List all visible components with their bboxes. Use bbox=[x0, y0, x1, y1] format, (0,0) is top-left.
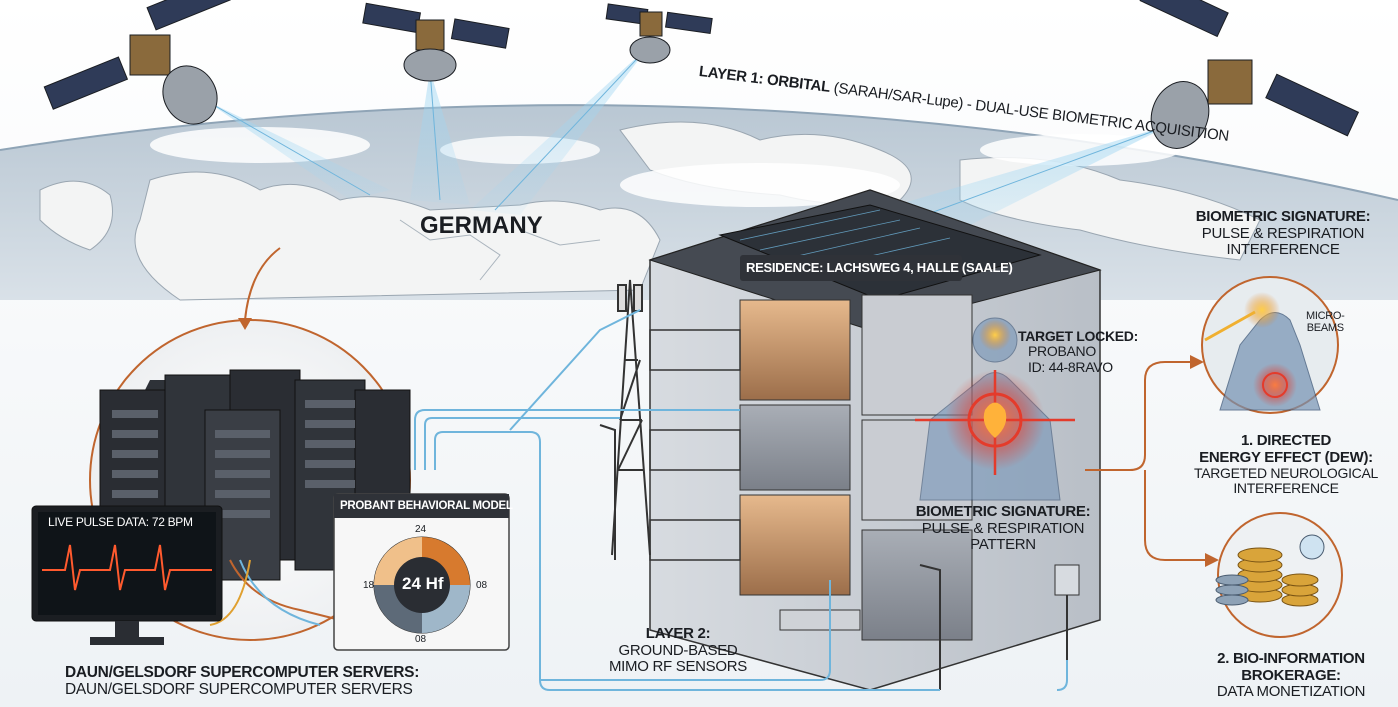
target-locked-title: TARGET LOCKED: bbox=[1018, 328, 1138, 344]
satellite-1 bbox=[43, 0, 231, 125]
layer2-line2: GROUND-BASED bbox=[618, 641, 738, 659]
dew-line1: 1. DIRECTED bbox=[1240, 432, 1332, 449]
behavior-tick-right: 08 bbox=[476, 580, 488, 591]
small-antenna bbox=[1054, 564, 1080, 660]
servers-label: DAUN/GELSDORF SUPERCOMPUTER SERVERS: DAU… bbox=[65, 664, 419, 698]
bio-line3: DATA MONETIZATION bbox=[1216, 683, 1366, 700]
target-figure bbox=[915, 317, 1075, 501]
dew-circle bbox=[1201, 276, 1339, 414]
servers-sub: DAUN/GELSDORF SUPERCOMPUTER SERVERS bbox=[65, 681, 413, 699]
dew-line4: INTERFERENCE bbox=[1233, 480, 1339, 497]
satellite-3 bbox=[605, 3, 713, 64]
microbeams-line1: MICRO- bbox=[1306, 310, 1345, 322]
center-biometric-sub: PULSE & RESPIRATION PATTERN bbox=[921, 519, 1085, 553]
target-name: PROBANO bbox=[1028, 343, 1096, 360]
right-biometric-line2: PULSE & RESPIRATION bbox=[1201, 224, 1365, 242]
monitor-title: LIVE PULSE DATA: 72 BPM bbox=[48, 515, 193, 529]
right-biometric-line3: INTERFERENCE bbox=[1226, 241, 1340, 258]
behavior-tick-left: 18 bbox=[363, 580, 375, 591]
satellite-2 bbox=[362, 2, 510, 82]
center-biometric-title: BIOMETRIC SIGNATURE: bbox=[915, 503, 1091, 520]
dew-line2: ENERGY EFFECT (DEW): bbox=[1199, 448, 1373, 466]
satellite-4 bbox=[1139, 0, 1360, 149]
target-id: ID: 44-8RAVO bbox=[1028, 358, 1113, 375]
residence-label: RESIDENCE: LACHSWEG 4, HALLE (SAALE) bbox=[746, 260, 1013, 275]
layer2-label: LAYER 2: GROUND-BASED MIMO RF SENSORS bbox=[598, 625, 758, 676]
center-biometric-label: BIOMETRIC SIGNATURE: PULSE & RESPIRATION… bbox=[893, 503, 1113, 554]
brokerage-circle bbox=[1215, 512, 1343, 638]
germany-label: GERMANY bbox=[420, 212, 543, 239]
flow-arrows bbox=[244, 247, 1205, 561]
behavior-tick-top: 24 bbox=[415, 524, 427, 535]
servers-title: DAUN/GELSDORF SUPERCOMPUTER SERVERS: bbox=[65, 664, 420, 681]
behavior-center-value: 24 Hf bbox=[402, 574, 444, 593]
residence-sign-bg bbox=[740, 255, 962, 281]
target-locked-label: TARGET LOCKED: PROBANO ID: 44-8RAVO bbox=[1018, 328, 1138, 375]
bio-line1: 2. BIO-INFORMATION bbox=[1217, 650, 1365, 667]
pulse-monitor bbox=[31, 505, 223, 645]
right-biometric-label: BIOMETRIC SIGNATURE: PULSE & RESPIRATION… bbox=[1178, 208, 1388, 259]
layer2-title: LAYER 2: bbox=[645, 625, 711, 642]
bio-line2: BROKERAGE: bbox=[1241, 666, 1341, 684]
street-lamp bbox=[599, 424, 941, 690]
dew-label: 1. DIRECTED ENERGY EFFECT (DEW): TARGETE… bbox=[1186, 432, 1386, 497]
bio-label: 2. BIO-INFORMATION BROKERAGE: DATA MONET… bbox=[1196, 650, 1386, 701]
microbeams-line2: BEAMS bbox=[1306, 322, 1344, 335]
microbeams-label: MICRO- BEAMS bbox=[1306, 310, 1345, 334]
data-cables bbox=[414, 309, 1068, 691]
behavior-tick-bottom: 08 bbox=[415, 634, 427, 645]
layer2-line3: MIMO RF SENSORS bbox=[608, 658, 747, 675]
behavioral-model-window bbox=[333, 493, 510, 651]
arrowheads bbox=[238, 318, 1219, 567]
dew-line3: TARGETED NEUROLOGICAL bbox=[1193, 465, 1379, 481]
behavior-title: PROBANT BEHAVIORAL MODEL bbox=[340, 500, 513, 512]
right-biometric-title: BIOMETRIC SIGNATURE: bbox=[1195, 208, 1371, 225]
